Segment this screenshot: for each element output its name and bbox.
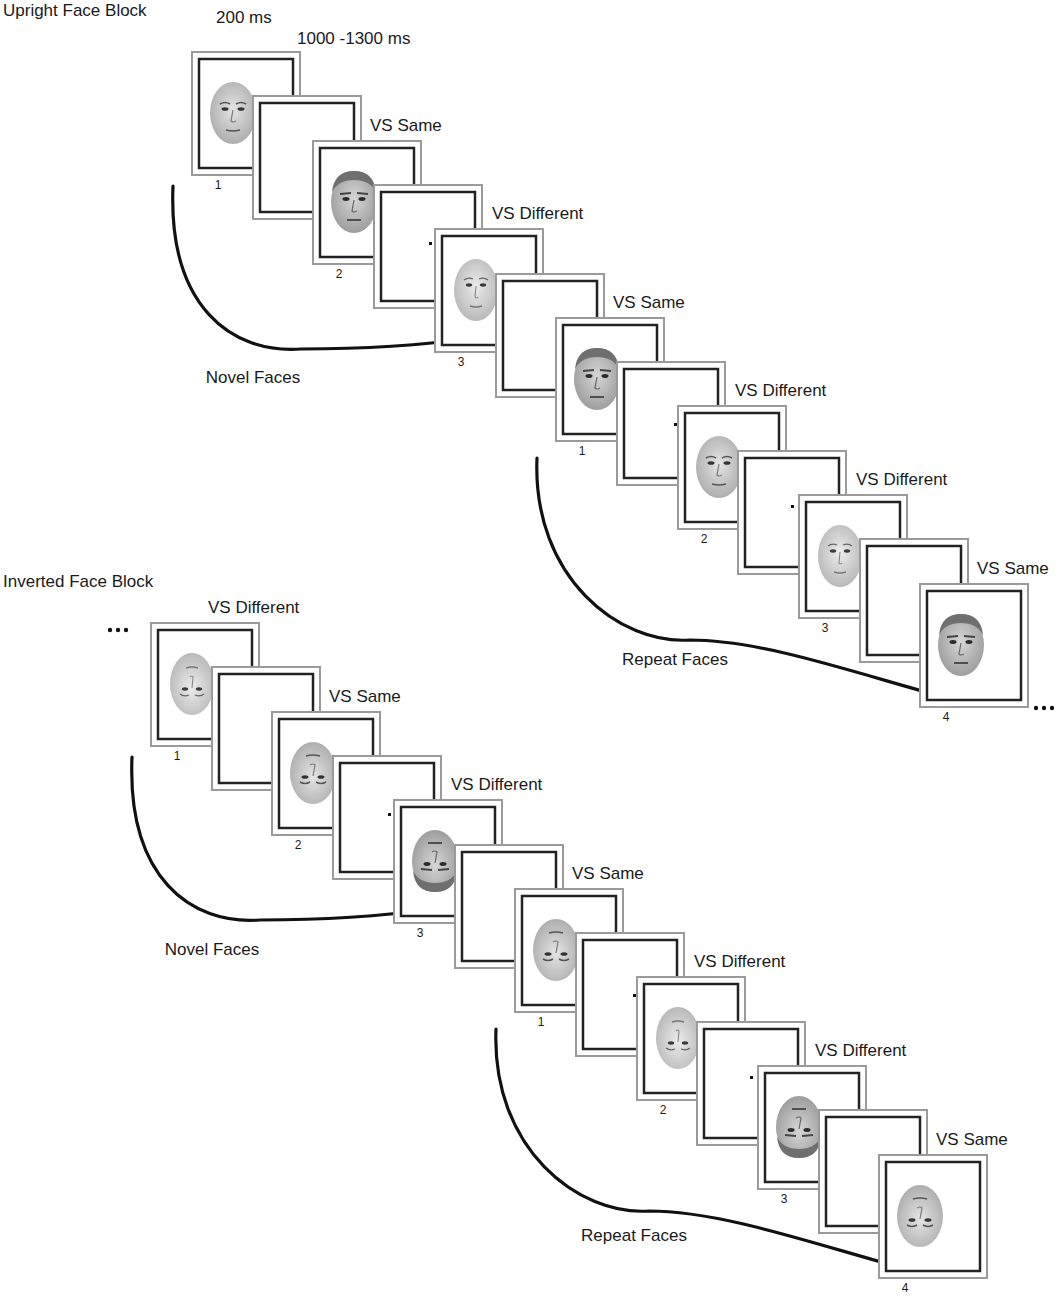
fixation-dot [750,1076,753,1079]
frame-number: 3 [781,1192,788,1206]
group-label: Novel Faces [206,368,300,388]
face-image [696,436,742,498]
frame-number: 1 [215,178,222,192]
frame-number: 1 [174,749,181,763]
face-image [331,171,377,233]
face-image [574,348,620,410]
condition-label: VS Different [856,470,947,490]
fixation-dot [791,505,794,508]
inverted-face-image [412,830,458,892]
timing-label: 200 ms [216,8,272,28]
block-heading: Inverted Face Block [3,572,153,592]
group-label: Novel Faces [165,940,259,960]
group-label: Repeat Faces [581,1226,687,1246]
inverted-face-image [897,1185,943,1247]
frame-number: 2 [660,1103,667,1117]
condition-label: VS Different [451,775,542,795]
frame-number: 3 [417,926,424,940]
condition-label: VS Different [208,598,299,618]
condition-label: VS Same [572,864,644,884]
stimulus-frame [920,584,1028,707]
fixation-dot [429,242,432,245]
timing-label: 1000 -1300 ms [297,29,410,49]
condition-label: VS Same [613,293,685,313]
frame-number: 1 [579,444,586,458]
condition-label: VS Same [329,687,401,707]
inverted-face-image [656,1007,700,1069]
group-label: Repeat Faces [622,650,728,670]
condition-label: VS Same [977,559,1049,579]
block-heading: Upright Face Block [3,1,147,21]
inverted-face-image [290,742,336,804]
face-image [454,259,498,321]
inverted-frames [151,623,987,1278]
frame-number: 2 [336,267,343,281]
condition-label: VS Different [492,204,583,224]
frame-number: 3 [822,621,829,635]
frame-number: 4 [902,1281,909,1295]
inverted-face-image [533,919,579,981]
fixation-dot [388,813,391,816]
continuation-dots [108,628,128,632]
fixation-dot [674,423,677,426]
frame-number: 3 [458,355,465,369]
frame-number: 2 [701,532,708,546]
face-image [818,525,862,587]
condition-label: VS Same [370,116,442,136]
condition-label: VS Different [694,952,785,972]
upright-frames [192,52,1028,707]
fixation-dot [633,994,636,997]
inverted-face-image [776,1096,822,1158]
face-image [938,614,984,676]
stimulus-frame [879,1155,987,1278]
inverted-face-image [170,653,214,715]
frame-number: 4 [943,710,950,724]
condition-label: VS Same [936,1130,1008,1150]
condition-label: VS Different [815,1041,906,1061]
frame-number: 2 [295,838,302,852]
face-image [210,82,256,144]
frame-number: 1 [538,1015,545,1029]
condition-label: VS Different [735,381,826,401]
continuation-dots [1034,706,1054,710]
